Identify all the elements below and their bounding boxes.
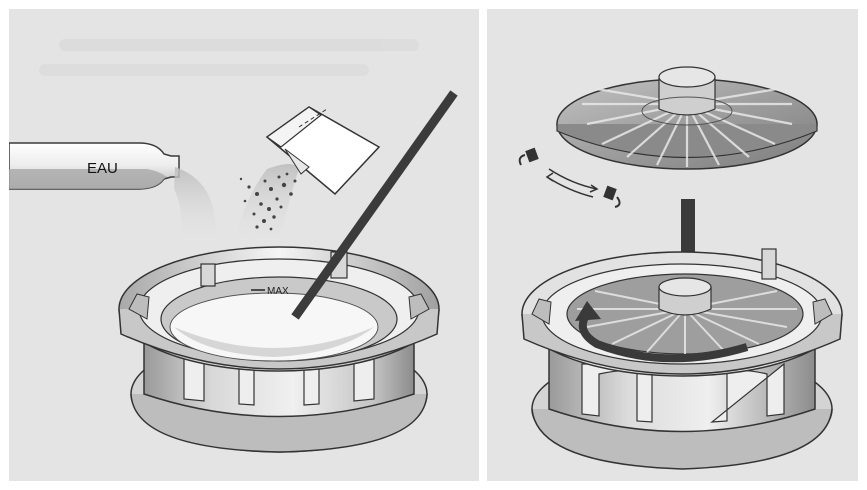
water-bottle: EAU: [9, 143, 179, 189]
diffuser-lid: [557, 67, 817, 169]
step-assemble-panel: [487, 9, 858, 481]
water-stream: [174, 167, 219, 244]
step-fill-panel: EAU: [9, 9, 479, 481]
reservoir-container: [119, 247, 439, 452]
max-level-label: MAX: [267, 286, 289, 297]
unlock-clip-icon: [603, 186, 619, 207]
lock-clip-icon: [520, 148, 539, 165]
bottle-label: EAU: [87, 160, 118, 177]
assemble-illustration: [487, 9, 858, 481]
powder-stream: [234, 164, 299, 244]
rotate-toggle-arrows-icon: [547, 169, 597, 197]
fill-illustration: EAU: [9, 9, 479, 481]
faded-heading-watermark: [39, 39, 419, 76]
